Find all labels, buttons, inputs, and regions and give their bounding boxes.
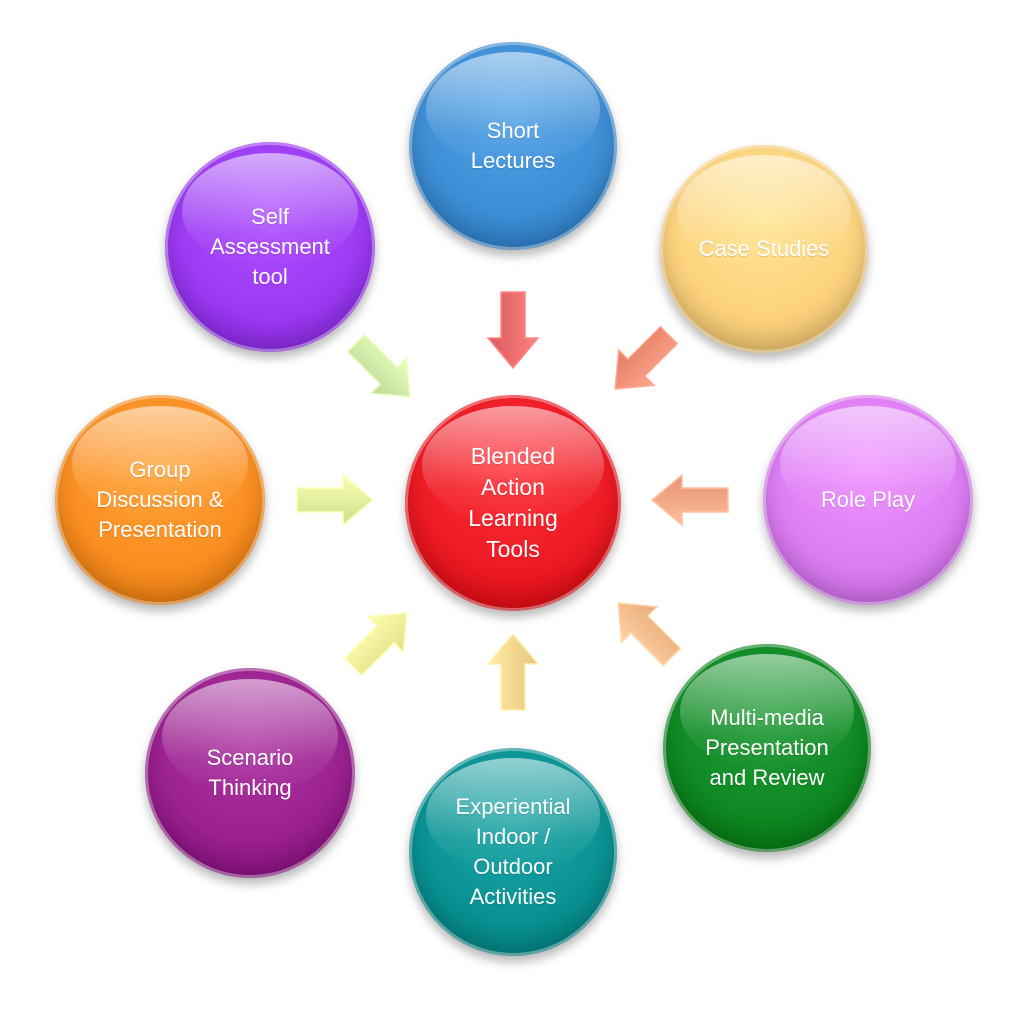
- arrow-shape: [343, 612, 408, 677]
- arrow-scenario-thinking: [343, 612, 408, 677]
- node-multi-media-label: Multi-media Presentation and Review: [705, 705, 829, 790]
- arrow-shape: [486, 632, 540, 711]
- arrow-short-lectures: [486, 291, 540, 370]
- arrow-multi-media: [617, 602, 682, 667]
- arrow-shape: [650, 473, 729, 527]
- arrow-shape: [617, 602, 682, 667]
- node-role-play: Role Play: [763, 395, 973, 605]
- node-role-play-label: Role Play: [820, 487, 916, 512]
- node-short-lectures: Short Lectures: [409, 42, 617, 250]
- center-node-label: Blended Action Learning Tools: [468, 443, 558, 562]
- arrow-shape: [296, 473, 375, 527]
- node-scenario-thinking: Scenario Thinking: [145, 668, 355, 878]
- arrow-experiential: [486, 632, 540, 711]
- arrow-role-play: [650, 473, 729, 527]
- node-group-discussion-label: Group Discussion & Presentation: [96, 457, 224, 542]
- arrow-group-discussion: [296, 473, 375, 527]
- node-group-discussion: Group Discussion & Presentation: [55, 395, 265, 605]
- node-self-assessment-label: Self Assessment tool: [210, 204, 330, 289]
- node-case-studies: Case Studies: [660, 145, 868, 353]
- arrow-shape: [614, 325, 679, 390]
- center-node-blended-action-learning-tools: Blended Action Learning Tools: [405, 395, 621, 611]
- arrow-shape: [486, 291, 540, 370]
- arrow-self-assessment: [346, 333, 411, 398]
- node-case-studies-label: Case Studies: [698, 236, 830, 261]
- node-scenario-thinking-label: Scenario Thinking: [206, 745, 294, 800]
- node-self-assessment: Self Assessment tool: [165, 142, 375, 352]
- arrow-case-studies: [614, 325, 679, 390]
- node-experiential: Experiential Indoor / Outdoor Activities: [409, 748, 617, 956]
- arrow-shape: [346, 333, 411, 398]
- node-short-lectures-label: Short Lectures: [470, 118, 556, 173]
- node-multi-media: Multi-media Presentation and Review: [663, 644, 871, 852]
- node-experiential-label: Experiential Indoor / Outdoor Activities: [455, 794, 571, 909]
